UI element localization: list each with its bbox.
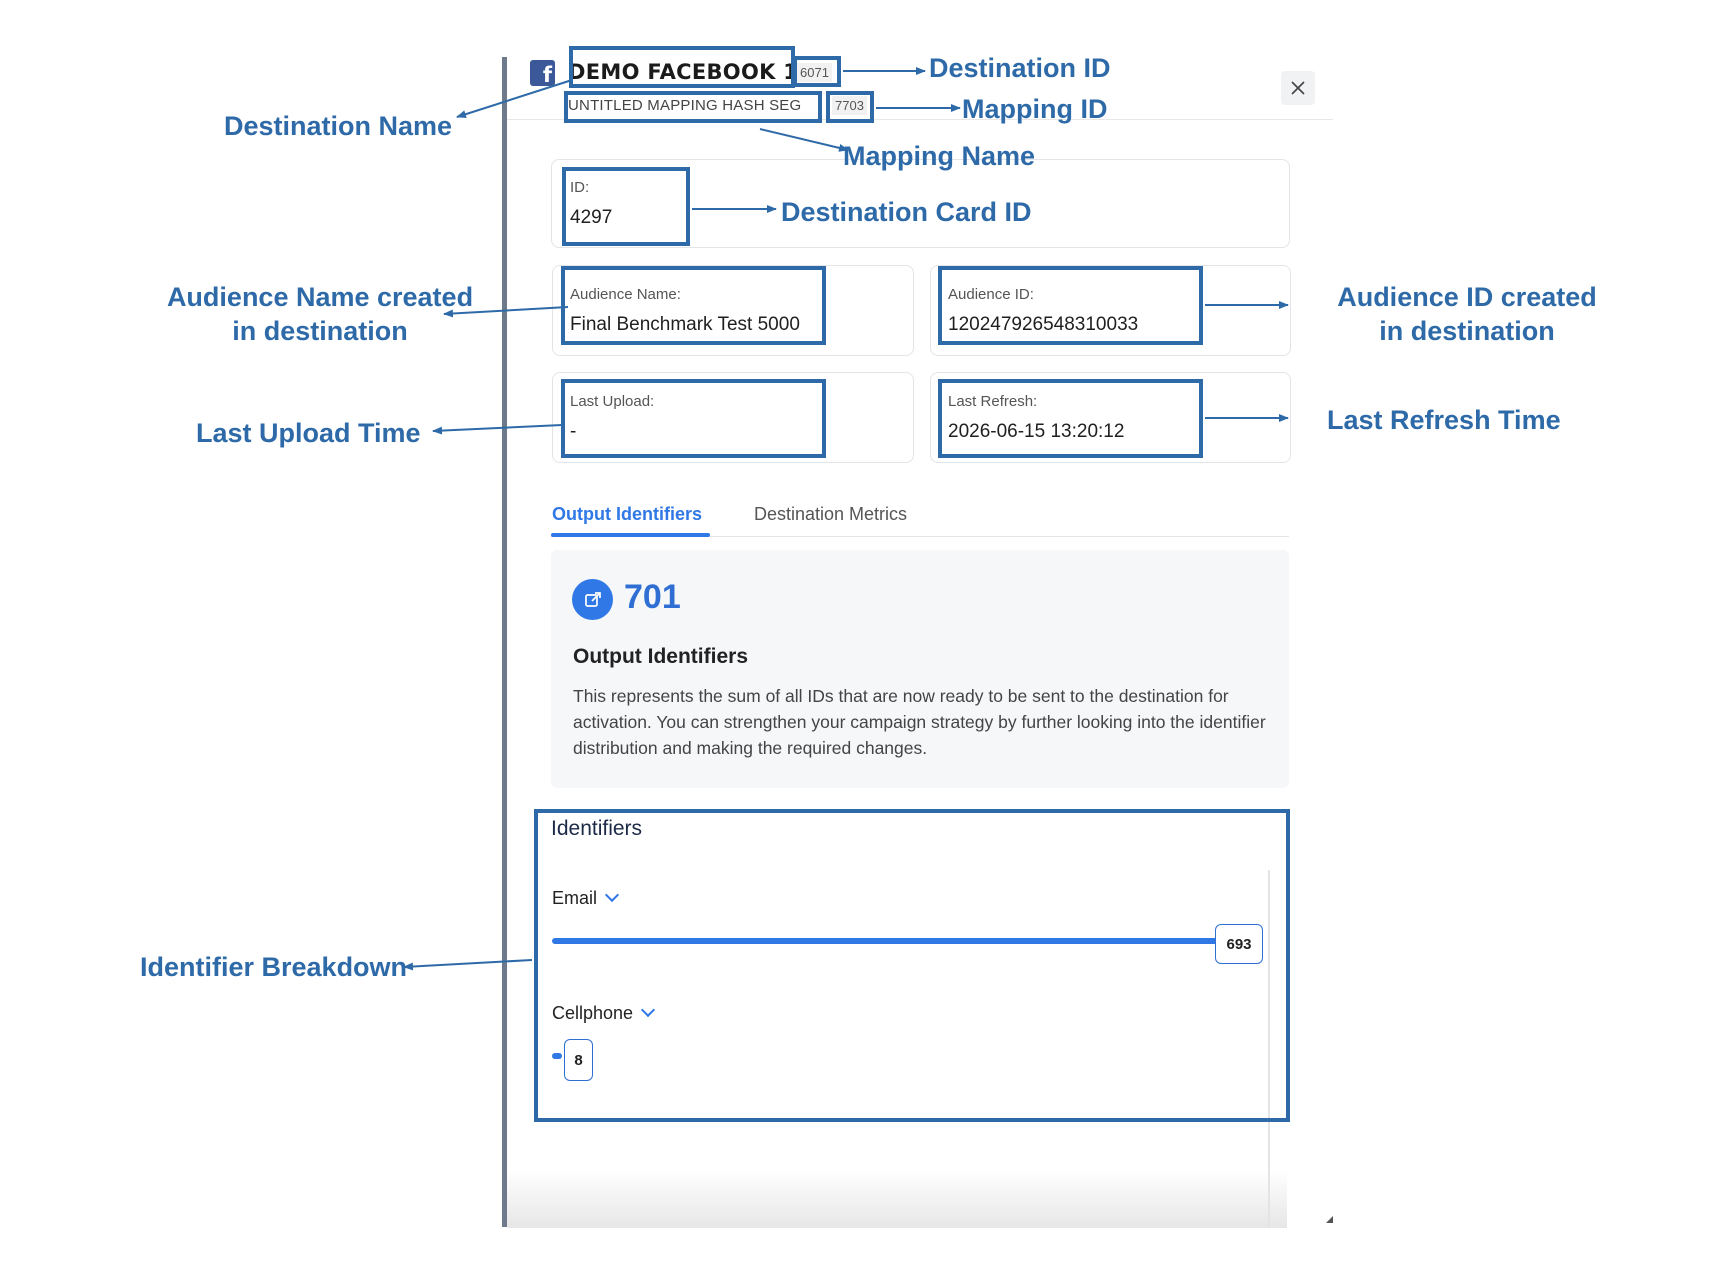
arrow-destination-name: [456, 79, 573, 119]
identifiers-title: Identifiers: [551, 817, 643, 840]
annotation-audience-id-line1: Audience ID created: [1337, 282, 1597, 312]
highlight-last-upload: [561, 379, 826, 458]
last-refresh-label: Last Refresh:: [948, 393, 1038, 410]
panel-left-border: [502, 57, 507, 1227]
tab-divider: [551, 536, 1289, 537]
last-upload-card: [552, 372, 914, 463]
email-bar: [552, 938, 1223, 944]
annotation-mapping-name: Mapping Name: [843, 141, 1036, 171]
highlight-destination-id: [793, 56, 841, 87]
arrow-mapping-name: [759, 128, 849, 152]
output-identifiers-description: This represents the sum of all IDs that …: [573, 686, 1266, 758]
audience-id-value: 120247926548310033: [948, 314, 1139, 335]
highlight-mapping-name: [564, 91, 822, 123]
audience-name-label: Audience Name:: [570, 286, 681, 303]
tab-destination-metrics[interactable]: Destination Metrics: [754, 504, 908, 524]
annotation-last-upload: Last Upload Time: [196, 418, 421, 448]
identifier-email-label: Email: [552, 888, 598, 908]
annotation-last-refresh: Last Refresh Time: [1327, 405, 1561, 435]
arrow-audience-name: [443, 306, 569, 318]
annotation-audience-id-line2: in destination: [1379, 316, 1555, 346]
last-upload-label: Last Upload:: [570, 393, 655, 410]
highlight-audience-name: [561, 266, 826, 345]
arrow-last-upload: [432, 424, 563, 435]
annotation-mapping-id: Mapping ID: [962, 94, 1108, 124]
id-card: [551, 159, 1290, 248]
destination-id-badge: 6071: [797, 63, 832, 82]
audience-id-label: Audience ID:: [948, 286, 1034, 303]
cellphone-count-tag: 8: [564, 1039, 593, 1081]
panel-bottom-fade: [507, 1170, 1287, 1228]
annotation-destination-card-id: Destination Card ID: [781, 197, 1032, 227]
highlight-last-refresh: [938, 379, 1203, 458]
email-count-tag: 693: [1215, 924, 1263, 964]
annotation-destination-name: Destination Name: [224, 111, 453, 141]
identifier-cellphone-label: Cellphone: [552, 1003, 634, 1023]
output-identifiers-card: [551, 550, 1289, 788]
audience-name-card: [552, 265, 914, 356]
tab-output-identifiers[interactable]: Output Identifiers: [552, 504, 702, 524]
scrollbar[interactable]: [1268, 870, 1270, 1228]
identifier-email[interactable]: Email: [552, 887, 620, 909]
annotation-audience-name-line1: Audience Name created: [166, 282, 474, 312]
annotation-destination-id: Destination ID: [929, 53, 1111, 83]
highlight-card-id: [562, 167, 690, 246]
arrow-identifier-breakdown: [403, 959, 533, 971]
id-value: 4297: [570, 207, 613, 228]
last-refresh-value: 2026-06-15 13:20:12: [948, 421, 1125, 442]
audience-name-value: Final Benchmark Test 5000: [570, 314, 800, 335]
id-label: ID:: [570, 179, 590, 196]
identifier-cellphone[interactable]: Cellphone: [552, 1002, 656, 1024]
annotation-audience-name: Audience Name created in destination: [162, 280, 478, 348]
highlight-audience-id: [938, 266, 1203, 345]
highlight-mapping-id: [826, 91, 874, 123]
mapping-id-badge: 7703: [832, 96, 867, 115]
annotation-audience-id: Audience ID created in destination: [1327, 280, 1607, 348]
highlight-identifier-breakdown: [534, 809, 1290, 1122]
destination-name: DEMO FACEBOOK 1: [568, 60, 799, 84]
mapping-name: UNTITLED MAPPING HASH SEG: [568, 97, 802, 114]
header-divider: [507, 119, 1333, 120]
active-tab-indicator: [551, 533, 710, 537]
external-link-icon[interactable]: [572, 579, 613, 620]
close-button[interactable]: [1281, 71, 1315, 105]
resize-handle[interactable]: [1326, 1216, 1333, 1223]
annotation-audience-name-line2: in destination: [232, 316, 408, 346]
cellphone-bar: [552, 1053, 562, 1059]
output-identifiers-title: Output Identifiers: [573, 645, 748, 668]
close-icon: [1291, 81, 1305, 95]
audience-id-card: [930, 265, 1291, 356]
annotation-identifier-breakdown: Identifier Breakdown: [140, 952, 408, 982]
last-upload-value: -: [570, 421, 577, 442]
output-identifiers-count: 701: [624, 578, 681, 616]
facebook-icon: f: [530, 60, 555, 86]
